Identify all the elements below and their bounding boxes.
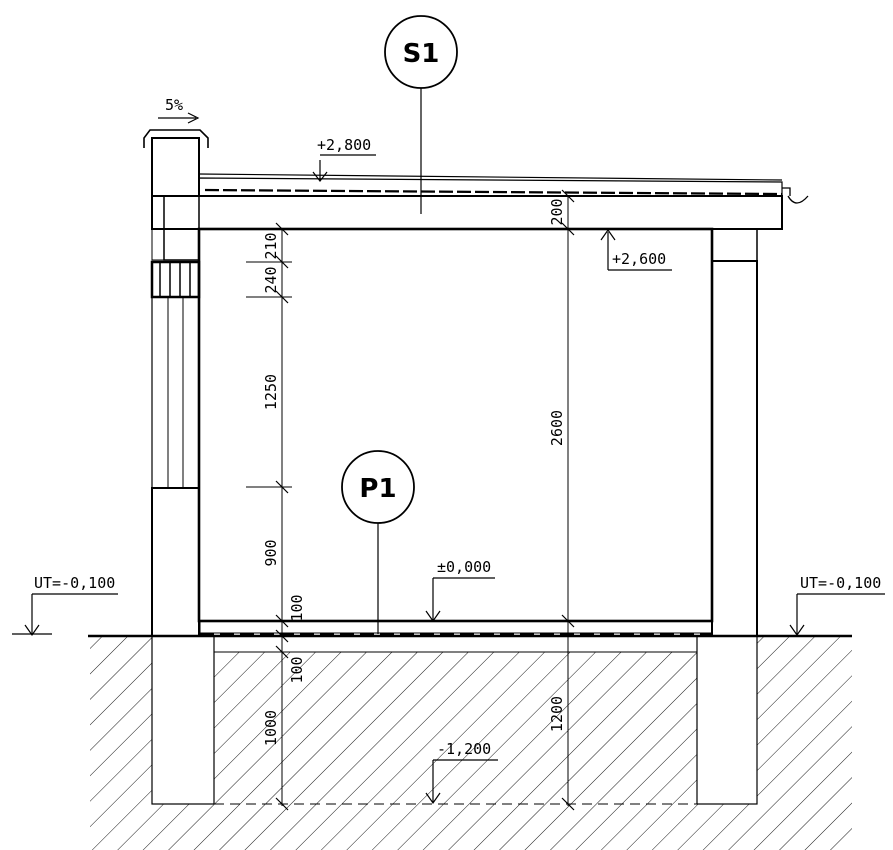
level-floor: ±0,000 [437, 558, 491, 576]
slope-label: 5% [165, 96, 183, 114]
dim-lintel: 210 [262, 232, 280, 259]
level-ceiling-marker [600, 228, 672, 271]
dim-roof-slab: 200 [548, 198, 566, 225]
level-ceiling: +2,600 [612, 250, 666, 268]
dim-parapet: 900 [262, 539, 280, 566]
left-wall [151, 137, 200, 637]
window-frame [150, 260, 201, 489]
level-terrain-right: UT=-0,100 [800, 574, 881, 592]
roof-slab [151, 173, 783, 230]
level-roof-top-marker [312, 154, 376, 182]
dim-floor-lower: 100 [288, 656, 306, 683]
soil-hatch [90, 636, 852, 850]
slope-arrow [158, 112, 200, 124]
gutter-icon [782, 187, 809, 204]
tag-s1-label: S1 [403, 39, 440, 69]
level-foundation: -1,200 [437, 740, 491, 758]
room-outline [197, 227, 714, 623]
level-floor-marker [425, 577, 495, 623]
dim-window: 1250 [262, 374, 280, 410]
right-wall [711, 228, 758, 637]
dim-floor-upper: 100 [288, 594, 306, 621]
level-terrain-left-marker [12, 593, 118, 637]
dimension-chain-center [561, 189, 575, 811]
parapet-cap [143, 129, 209, 148]
dim-room-height: 2600 [548, 410, 566, 446]
dim-footing: 1000 [262, 710, 280, 746]
dim-window-head: 240 [262, 266, 280, 293]
level-terrain-left: UT=-0,100 [34, 574, 115, 592]
dimension-chain-left [246, 222, 292, 811]
tag-p1 [341, 450, 415, 634]
tag-s1 [384, 15, 458, 214]
level-terrain-right-marker [789, 593, 885, 637]
level-roof-top: +2,800 [317, 136, 371, 154]
tag-p1-label: P1 [359, 474, 396, 504]
level-foundation-marker [425, 759, 498, 805]
dim-foundation-depth: 1200 [548, 696, 566, 732]
